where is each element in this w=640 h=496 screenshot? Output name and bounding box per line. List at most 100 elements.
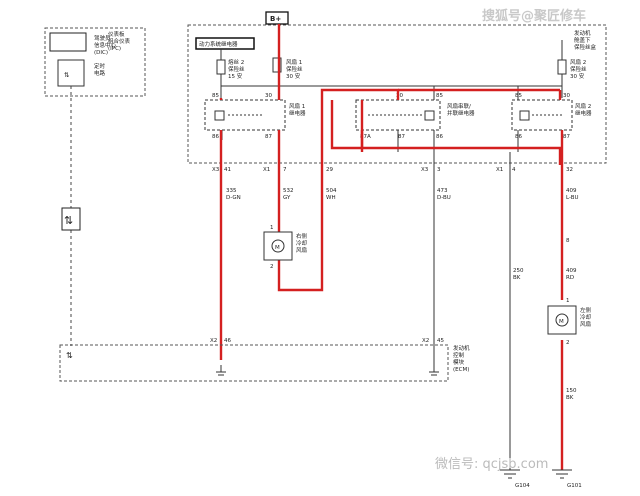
conn-41: 41: [224, 167, 231, 173]
ipc-line2: 组合仪表: [108, 37, 131, 45]
rs-pin30: 30: [396, 93, 403, 99]
w532-num: 532: [283, 188, 294, 194]
r1-pin86: 86: [212, 134, 219, 140]
conn-x3b: X3: [421, 167, 429, 173]
svg-text:M: M: [275, 245, 280, 251]
left-fan-line1: 左侧: [580, 306, 592, 314]
fuse-fan2-line2: 保险丝: [570, 65, 587, 73]
dark-wires: [221, 86, 519, 470]
fuse2-line3: 15 安: [228, 72, 243, 80]
rs-pin87: 87: [398, 134, 405, 140]
w335-color: D-GN: [226, 195, 241, 201]
conn-4: 4: [512, 167, 516, 173]
left-fan-line3: 风扇: [580, 320, 591, 328]
left-fan-motor-icon: [555, 313, 569, 327]
highlighted-circuit: [219, 24, 564, 470]
conn-29: 29: [326, 167, 333, 173]
relay-fan1-line2: 继电器: [289, 109, 306, 117]
ground-symbols: [500, 469, 572, 479]
fan2-relay: [511, 99, 573, 131]
underhood-line3: 保险丝盒: [574, 43, 597, 51]
fan2-fuse-symbol: [557, 59, 567, 75]
left-fan-pin2: 2: [566, 340, 570, 346]
r2-pin85: 85: [515, 93, 522, 99]
timer-line2: 电路: [94, 69, 106, 77]
series-relay-coil: [424, 110, 435, 121]
ipc-line1: 仪表板: [108, 30, 125, 38]
ecm-line4: (ECM): [453, 367, 469, 373]
underhood-fuse-box: [187, 24, 607, 164]
fuse-fan1-line3: 30 安: [286, 72, 301, 80]
fan2-relay-coil: [519, 110, 530, 121]
w473-color: D-BU: [437, 195, 451, 201]
ipc-box: [44, 27, 146, 97]
ecm-line3: 模块: [453, 358, 465, 366]
w409rd-color: RD: [566, 275, 574, 281]
powertrain-relay-label: 动力系统继电器: [199, 40, 238, 48]
fuse2-symbol: [216, 59, 226, 75]
relay-series-line1: 风扇串联/: [447, 102, 471, 110]
w473-num: 473: [437, 188, 448, 194]
arrow-updown-icon: ⇅: [64, 71, 70, 79]
r1-pin30: 30: [265, 93, 272, 99]
ecm-x2b: X2: [422, 338, 429, 344]
bidirectional-icon: ⇅: [64, 214, 73, 227]
powertrain-relay-box: [195, 37, 255, 50]
ecm-ground-symbols: [216, 365, 439, 376]
underhood-line2: 舱盖下: [574, 36, 591, 44]
ipc-line3: (IPC): [108, 46, 121, 52]
svg-text:M: M: [559, 319, 564, 325]
w504-num: 504: [326, 188, 337, 194]
left-fan-line2: 冷却: [580, 313, 592, 321]
fan1-fuse-symbol: [272, 57, 282, 73]
conn-32: 32: [566, 167, 573, 173]
w409-color: L-BU: [566, 195, 579, 201]
relay-fan1-line1: 风扇 1: [289, 102, 305, 110]
w335-num: 335: [226, 188, 237, 194]
fuse-fan2-line3: 30 安: [570, 72, 585, 80]
relay-fan2-line2: 继电器: [575, 109, 592, 117]
conn-8: 8: [566, 238, 570, 244]
w250-num: 250: [513, 268, 524, 274]
w250-color: BK: [513, 275, 521, 281]
r2-pin87: 87: [563, 134, 570, 140]
rs-pin87a: 87A: [360, 134, 371, 140]
ecm-45: 45: [437, 338, 444, 344]
relay-fan2-line1: 风扇 2: [575, 102, 591, 110]
relay-series-line2: 并联继电器: [447, 109, 475, 117]
underhood-line1: 发动机: [574, 29, 591, 37]
r2-pin86: 86: [515, 134, 522, 140]
rs-pin85: 85: [436, 93, 443, 99]
dic-module: [49, 32, 87, 52]
bcm-line3: (DIC): [94, 50, 108, 56]
ecm-46: 46: [224, 338, 231, 344]
conn-x3: X3: [212, 167, 220, 173]
right-fan-line1: 右侧: [296, 232, 308, 240]
ecm-line2: 控制: [453, 351, 465, 359]
right-fan-pin2: 2: [270, 264, 274, 270]
w150-color: BK: [566, 395, 574, 401]
ground-g101: G101: [567, 483, 582, 489]
timer-line1: 定时: [94, 62, 106, 70]
conn-x1b: X1: [496, 167, 503, 173]
fan1-relay-coil: [214, 110, 225, 121]
b-plus-terminal: [265, 11, 289, 25]
watermark-top: 搜狐号@聚匠修车: [482, 8, 586, 24]
fuse2-line1: 熔丝 2: [228, 58, 244, 66]
right-fan-line2: 冷却: [296, 239, 308, 247]
fuse2-line2: 保险丝: [228, 65, 245, 73]
serial-data-symbol: [61, 207, 81, 231]
right-fan-line3: 风扇: [296, 246, 307, 254]
fan1-relay: [204, 99, 286, 131]
timer-block: [57, 59, 85, 87]
fuse-fan1-line2: 保险丝: [286, 65, 303, 73]
bcm-line2: 信息中心: [94, 41, 117, 49]
r1-pin87: 87: [265, 134, 272, 140]
b-plus-label: B+: [270, 15, 281, 23]
fuse-fan2-line1: 风扇 2: [570, 58, 586, 66]
w150-num: 150: [566, 388, 577, 394]
conn-3: 3: [437, 167, 441, 173]
ecm-serial-icon: ⇅: [66, 351, 73, 360]
